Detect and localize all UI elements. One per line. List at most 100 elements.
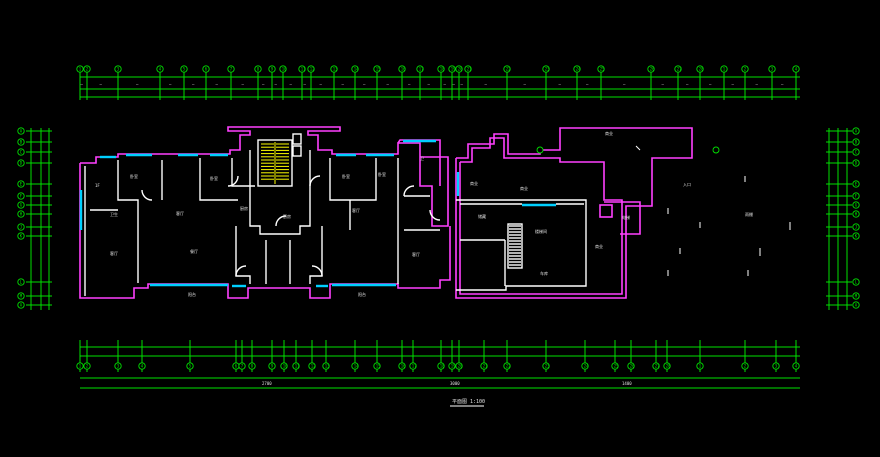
axis-bubble-bottom: 8 [248,362,256,370]
residential-block [79,126,451,299]
svg-text:28: 28 [699,67,704,72]
axis-bubble-top: 10 [279,65,287,73]
svg-text:J: J [855,225,857,230]
axis-bubble-right: F [852,192,860,200]
svg-text:C: C [855,150,858,155]
axis-bubble-bottom: 14 [351,362,359,370]
svg-text:11: 11 [301,67,306,72]
svg-text:1: 1 [79,364,82,369]
axis-bubble-right: M [852,292,860,300]
svg-text:L: L [20,280,23,285]
axis-bubble-left: E [17,180,25,188]
svg-text:18: 18 [440,364,445,369]
svg-text:D: D [20,161,23,166]
axis-bubble-top: 2 [741,65,749,73]
svg-text:3: 3 [117,67,120,72]
axis-bubble-right: A [852,127,860,135]
svg-text:8: 8 [257,67,260,72]
svg-text:28: 28 [666,364,671,369]
svg-text:A: A [20,129,23,134]
dim-text: – [485,82,488,87]
dim-text: – [363,82,366,87]
svg-text:15: 15 [376,67,381,72]
axis-bubble-bottom: 12 [308,362,316,370]
svg-text:餐厅: 餐厅 [190,248,198,254]
svg-text:D: D [855,161,858,166]
svg-text:22: 22 [506,67,511,72]
axis-bubble-bottom: 15 [373,362,381,370]
svg-text:26: 26 [630,364,635,369]
axis-bubble-left: L [17,278,25,286]
svg-text:储藏: 储藏 [478,213,486,219]
room-tags: 1F 卧室 卧室 客厅 卫生 客厅 餐厅 厨房 厨房 卧室 卧室 客厅 卫 客厅… [95,130,753,297]
axis-bubble-top: 12 [307,65,315,73]
svg-text:2: 2 [744,364,747,369]
svg-text:4: 4 [795,364,798,369]
axis-bubble-top: 13 [330,65,338,73]
svg-text:车库: 车库 [540,270,548,276]
dim-text: – [709,82,712,87]
axis-bubble-top: 7 [227,65,235,73]
axis-bubble-right: G [852,201,860,209]
svg-text:3: 3 [771,67,774,72]
dim-text: – [781,82,784,87]
svg-text:G: G [855,203,858,208]
axis-bubble-bottom: 28 [663,362,671,370]
dim-text: – [262,82,265,87]
axis-bubble-left: K [17,232,25,240]
dim-text: – [428,82,431,87]
site-marks [536,145,791,276]
axis-bubble-top: 22 [503,65,511,73]
svg-text:17: 17 [419,67,424,72]
axis-bubble-bottom: 2 [83,362,91,370]
svg-text:10: 10 [283,364,288,369]
axis-bubble-top: 24 [573,65,581,73]
axis-bubble-right: K [852,232,860,240]
svg-text:16: 16 [401,67,406,72]
svg-text:厨房: 厨房 [240,205,248,211]
svg-text:11: 11 [295,364,300,369]
axis-bubble-right: A [852,301,860,309]
svg-text:C: C [20,150,23,155]
svg-text:19: 19 [451,364,456,369]
svg-text:4: 4 [159,67,162,72]
svg-text:A: A [855,129,858,134]
overall-dim-right: 1400 [622,381,632,386]
axis-bubble-bottom: 5 [186,362,194,370]
svg-text:客厅: 客厅 [110,250,118,256]
axis-bubble-bottom: 22 [503,362,511,370]
svg-text:雨棚: 雨棚 [745,211,753,217]
axis-bubble-bottom: 21 [480,362,488,370]
dim-text: – [756,82,759,87]
svg-text:H: H [855,212,858,217]
svg-text:G: G [20,203,23,208]
axis-bubble-bottom: 11 [292,362,300,370]
axis-bubble-bottom: 23 [542,362,550,370]
dim-text: – [686,82,689,87]
dim-text: – [387,82,390,87]
axis-bubble-top: 27 [674,65,682,73]
dim-text: – [169,82,172,87]
svg-text:14: 14 [354,67,359,72]
axis-bubble-top: 28 [696,65,704,73]
svg-text:14: 14 [354,364,359,369]
svg-text:21: 21 [483,364,488,369]
axis-bubble-left: C [17,148,25,156]
axis-bubble-top: 19 [448,65,456,73]
svg-text:22: 22 [506,364,511,369]
svg-text:E: E [20,182,23,187]
svg-text:客厅: 客厅 [412,251,420,257]
axis-bubble-bottom: 1 [76,362,84,370]
axis-bubble-bottom: 19 [448,362,456,370]
svg-text:4: 4 [141,364,144,369]
svg-text:6: 6 [205,67,208,72]
svg-text:23: 23 [545,364,550,369]
svg-text:17: 17 [412,364,417,369]
dim-text: – [342,82,345,87]
dim-text: – [559,82,562,87]
svg-text:J: J [20,225,22,230]
dim-text: – [623,82,626,87]
axis-bubble-top: 2 [83,65,91,73]
